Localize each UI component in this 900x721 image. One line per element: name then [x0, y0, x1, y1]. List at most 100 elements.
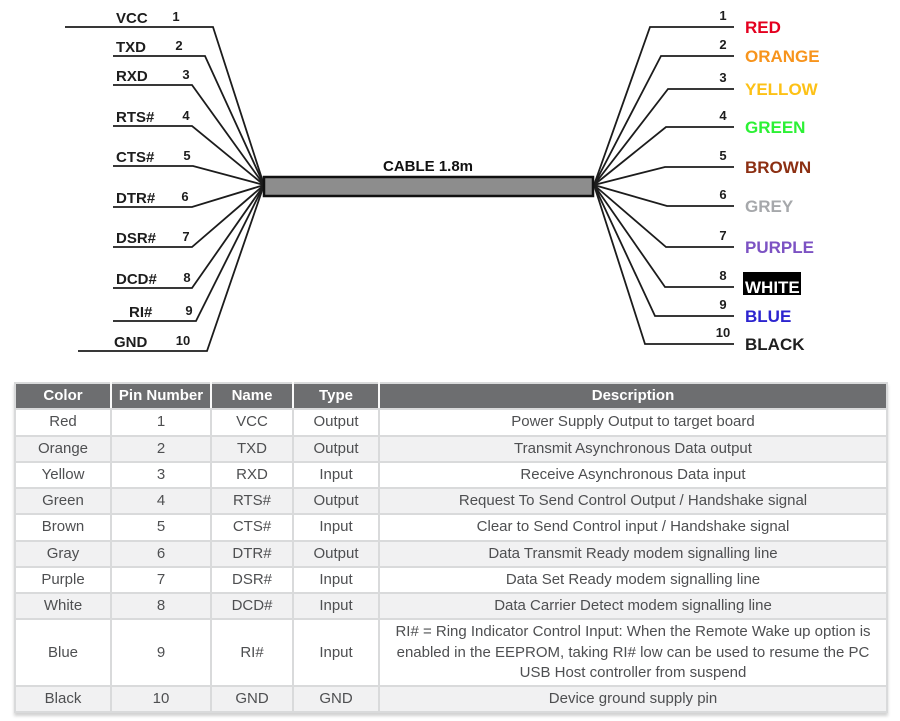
left-wire: [113, 165, 265, 186]
right-wire: [593, 126, 734, 186]
cell-type: Output: [292, 539, 380, 568]
left-pin-number: 6: [181, 189, 188, 204]
cell-pin-number: 1: [110, 408, 212, 437]
white-label-bg: [743, 272, 801, 295]
cell-name: RXD: [210, 460, 294, 490]
left-pin-number: 3: [182, 67, 189, 82]
cable-rect: [262, 175, 595, 198]
cell-description: Power Supply Output to target board: [378, 408, 888, 437]
right-pin-number: 10: [716, 325, 730, 340]
cell-description: RI# = Ring Indicator Control Input: When…: [378, 618, 888, 687]
cell-type: Output: [292, 486, 380, 516]
cell-pin-number: 9: [110, 618, 212, 687]
cell-pin-number: 6: [110, 539, 212, 568]
cable-label: CABLE 1.8m: [383, 158, 473, 175]
cell-color: Blue: [14, 618, 112, 687]
left-pin-name: RI#: [129, 304, 153, 321]
left-pin-name: VCC: [116, 10, 148, 27]
right-wire: [593, 166, 734, 186]
right-wire: [593, 55, 734, 186]
right-wire: [593, 184, 734, 288]
right-color-label: GREY: [745, 197, 794, 216]
cell-name: TXD: [210, 434, 294, 463]
cell-name: RI#: [210, 618, 294, 687]
cell-color: Orange: [14, 434, 112, 463]
cell-name: DCD#: [210, 591, 294, 621]
left-wire: [78, 184, 265, 352]
left-wire: [113, 125, 265, 186]
pinout-table: Color Pin Number Name Type Description R…: [14, 381, 888, 714]
cell-pin-number: 4: [110, 486, 212, 516]
right-pin-number: 4: [719, 108, 727, 123]
right-color-label: WHITE: [745, 278, 800, 297]
cell-type: Input: [292, 565, 380, 595]
cell-pin-number: 2: [110, 434, 212, 463]
cell-description: Request To Send Control Output / Handsha…: [378, 486, 888, 516]
cell-name: VCC: [210, 408, 294, 437]
left-pin-name: DSR#: [116, 230, 157, 247]
column-header-color: Color: [14, 381, 112, 411]
cell-type: Input: [292, 513, 380, 542]
cell-pin-number: 8: [110, 591, 212, 621]
cell-description: Device ground supply pin: [378, 684, 888, 714]
left-pin-name: CTS#: [116, 149, 155, 166]
right-wire: [593, 26, 734, 186]
cell-name: CTS#: [210, 513, 294, 542]
cell-description: Data Set Ready modem signalling line: [378, 565, 888, 595]
cell-description: Receive Asynchronous Data input: [378, 460, 888, 490]
left-pin-number: 2: [175, 38, 182, 53]
left-pin-name: RXD: [116, 68, 148, 85]
cell-pin-number: 3: [110, 460, 212, 490]
cell-color: Green: [14, 486, 112, 516]
left-pin-name: RTS#: [116, 109, 155, 126]
left-pin-number: 4: [182, 108, 190, 123]
cell-color: Gray: [14, 539, 112, 568]
right-color-label: BLUE: [745, 307, 791, 326]
left-wire: [113, 184, 265, 208]
left-pin-number: 8: [183, 270, 190, 285]
right-pin-number: 9: [719, 297, 726, 312]
right-pin-number: 2: [719, 37, 726, 52]
column-header-type: Type: [292, 381, 380, 411]
cell-description: Data Carrier Detect modem signalling lin…: [378, 591, 888, 621]
cell-type: Output: [292, 434, 380, 463]
cell-description: Clear to Send Control input / Handshake …: [378, 513, 888, 542]
cell-description: Data Transmit Ready modem signalling lin…: [378, 539, 888, 568]
left-wire: [113, 184, 265, 289]
cell-name: GND: [210, 684, 294, 714]
cell-color: Brown: [14, 513, 112, 542]
cell-type: GND: [292, 684, 380, 714]
left-pin-name: GND: [114, 334, 148, 351]
header-row: Color Pin Number Name Type Description: [14, 381, 888, 411]
right-color-label: ORANGE: [745, 47, 820, 66]
left-wire: [113, 55, 265, 186]
pinout-table-header: Color Pin Number Name Type Description: [14, 381, 888, 411]
right-pin-number: 1: [719, 8, 726, 23]
cell-pin-number: 10: [110, 684, 212, 714]
right-color-label: PURPLE: [745, 238, 814, 257]
cell-color: Black: [14, 684, 112, 714]
right-wire: [593, 184, 734, 207]
right-pin-number: 7: [719, 228, 726, 243]
right-wire: [593, 88, 734, 186]
cell-pin-number: 7: [110, 565, 212, 595]
left-pin-name: DTR#: [116, 190, 156, 207]
left-pin-number: 7: [182, 229, 189, 244]
left-wire: [65, 26, 265, 186]
cell-name: DSR#: [210, 565, 294, 595]
cell-name: DTR#: [210, 539, 294, 568]
left-pin-name: TXD: [116, 39, 146, 56]
right-color-label: GREEN: [745, 118, 805, 137]
right-color-label: YELLOW: [745, 80, 819, 99]
cell-type: Input: [292, 460, 380, 490]
